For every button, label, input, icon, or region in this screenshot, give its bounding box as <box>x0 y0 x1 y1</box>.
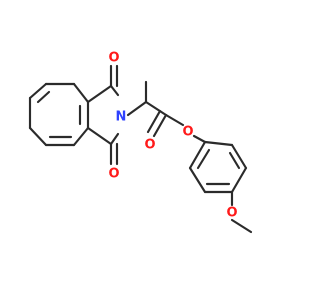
oxygen-atom-label-bottom: O <box>108 167 119 182</box>
bond-imide-3 <box>109 84 120 97</box>
bond-imide-4 <box>109 132 120 146</box>
nitrogen-atom-label: N <box>116 110 127 125</box>
bond-benzene-3 <box>72 82 90 104</box>
bond-phenyl-1 <box>203 140 234 147</box>
bond-phenyl-6 <box>188 140 207 170</box>
bonds <box>28 64 253 234</box>
bond-benzene-5 <box>72 126 90 147</box>
oxygen-atom-label-top: O <box>108 51 119 66</box>
bond-benzene-inner-1 <box>36 90 51 104</box>
molecule-svg: O N O O O O <box>28 51 253 234</box>
bond-ester-carbon-to-oxygen <box>164 113 185 127</box>
bond-phenyl-2 <box>230 143 248 170</box>
bond-n-to-alpha-carbon <box>126 100 148 117</box>
methoxy-oxygen-label: O <box>226 206 237 221</box>
bond-benzene-1 <box>28 82 48 100</box>
ester-carbonyl-oxygen-label: O <box>144 138 155 153</box>
bond-imide-2 <box>86 126 113 146</box>
bond-methoxy-oxygen-to-methyl <box>230 218 253 234</box>
bond-phenyl-3 <box>230 166 248 194</box>
chemical-structure-diagram: O N O O O O <box>28 51 253 234</box>
bond-ester-oxygen-to-ring <box>192 134 207 144</box>
bond-benzene-7 <box>28 126 48 147</box>
bond-alpha-to-ester-carbon <box>144 100 168 117</box>
atom-labels: O N O O O O <box>108 51 237 221</box>
bond-phenyl-inner-1 <box>196 148 211 170</box>
bond-ester-carbonyl-2 <box>146 109 162 134</box>
bond-ester-carbonyl-1 <box>152 113 168 138</box>
ester-oxygen-label: O <box>182 125 193 140</box>
bond-phenyl-inner-2 <box>228 151 241 170</box>
bond-phenyl-5 <box>188 166 207 194</box>
bond-imide-1 <box>86 84 113 104</box>
